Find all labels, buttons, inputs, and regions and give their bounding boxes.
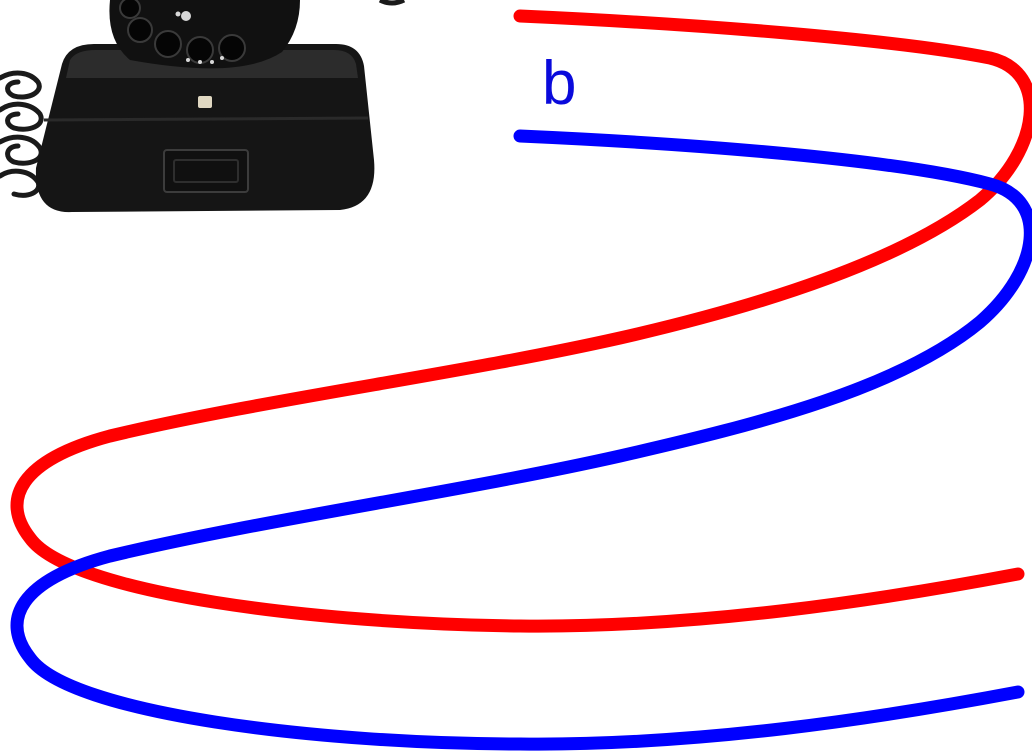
- rotary-dial-icon: [119, 0, 246, 64]
- telephone-base: [35, 44, 375, 213]
- telephone-nameplate: [163, 149, 249, 193]
- red-wire: [10, 9, 1032, 633]
- wire-label: b: [542, 49, 576, 118]
- telephone-cord-icon: [0, 70, 44, 198]
- blue-wire: [10, 129, 1032, 751]
- rotary-telephone-icon: [0, 0, 406, 213]
- telephone-button: [198, 96, 212, 108]
